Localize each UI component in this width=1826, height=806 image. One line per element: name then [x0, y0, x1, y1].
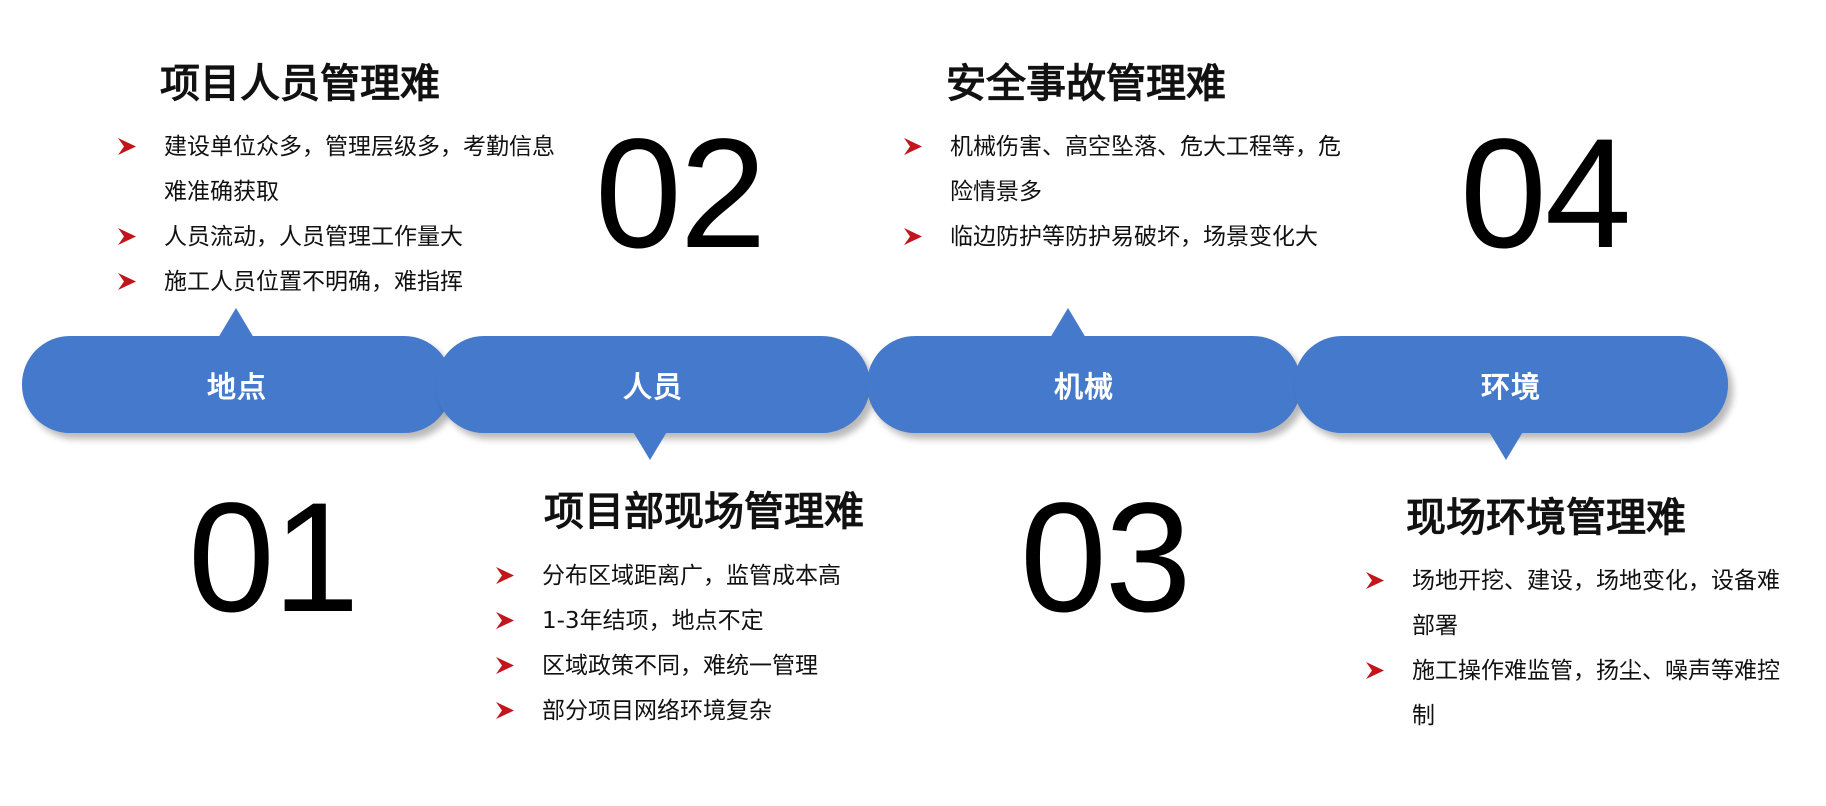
arrowhead-icon — [1366, 572, 1384, 589]
bullet-text: 部分项目网络环境复杂 — [542, 698, 772, 724]
bullet-text: 人员流动，人员管理工作量大 — [164, 224, 463, 250]
block-title: 项目部现场管理难 — [544, 489, 864, 535]
bullet-list: 分布区域距离广，监管成本高 1-3年结项，地点不定 区域政策不同，难统一管理 部… — [496, 554, 916, 734]
bullet-text: 施工操作难监管，扬尘、噪声等难控制 — [1412, 658, 1780, 729]
arrowhead-icon — [496, 702, 514, 719]
block-title: 项目人员管理难 — [160, 61, 440, 107]
step-number-02: 02 — [595, 107, 767, 281]
bullet-text: 临边防护等防护易破坏，场景变化大 — [950, 224, 1318, 250]
pointer-down-icon — [632, 430, 668, 460]
bullet-item: 机械伤害、高空坠落、危大工程等，危险情景多 — [904, 125, 1344, 215]
arrowhead-icon — [904, 138, 922, 155]
pill-environment: 环境 — [1294, 336, 1728, 433]
arrowhead-icon — [904, 228, 922, 245]
block-title: 安全事故管理难 — [946, 61, 1226, 107]
bullet-text: 机械伤害、高空坠落、危大工程等，危险情景多 — [950, 134, 1341, 205]
arrowhead-icon — [496, 567, 514, 584]
pill-label: 人员 — [622, 369, 683, 404]
pill-label: 机械 — [1053, 369, 1114, 404]
bullet-item: 建设单位众多，管理层级多，考勤信息难准确获取 — [118, 125, 558, 215]
bullet-item: 区域政策不同，难统一管理 — [496, 644, 916, 689]
block-site: 项目部现场管理难 分布区域距离广，监管成本高 1-3年结项，地点不定 区域政策不… — [496, 488, 916, 734]
bullet-text: 1-3年结项，地点不定 — [542, 608, 764, 634]
block-safety: 安全事故管理难 机械伤害、高空坠落、危大工程等，危险情景多 临边防护等防护易破坏… — [904, 60, 1344, 260]
arrowhead-icon — [496, 657, 514, 674]
arrowhead-icon — [118, 273, 136, 290]
bullet-item: 分布区域距离广，监管成本高 — [496, 554, 916, 599]
arrowhead-icon — [496, 612, 514, 629]
step-number-01: 01 — [188, 471, 360, 645]
arrowhead-icon — [118, 138, 136, 155]
pointer-up-icon — [218, 308, 254, 338]
pill-location: 地点 — [22, 336, 452, 433]
bullet-text: 建设单位众多，管理层级多，考勤信息难准确获取 — [164, 134, 555, 205]
pointer-down-icon — [1488, 430, 1524, 460]
bullet-item: 1-3年结项，地点不定 — [496, 599, 916, 644]
block-title: 现场环境管理难 — [1406, 495, 1686, 541]
pill-personnel: 人员 — [436, 336, 870, 433]
bullet-item: 部分项目网络环境复杂 — [496, 689, 916, 734]
pill-label: 地点 — [206, 369, 267, 404]
bullet-item: 场地开挖、建设，场地变化，设备难部署 — [1366, 559, 1796, 649]
step-number-03: 03 — [1020, 471, 1192, 645]
bullet-list: 机械伤害、高空坠落、危大工程等，危险情景多 临边防护等防护易破坏，场景变化大 — [904, 125, 1344, 260]
bullet-list: 场地开挖、建设，场地变化，设备难部署 施工操作难监管，扬尘、噪声等难控制 — [1366, 559, 1796, 739]
pill-machinery: 机械 — [867, 336, 1301, 433]
bullet-text: 区域政策不同，难统一管理 — [542, 653, 818, 679]
bullet-item: 人员流动，人员管理工作量大 — [118, 215, 558, 260]
bullet-text: 分布区域距离广，监管成本高 — [542, 563, 841, 589]
bullet-item: 施工人员位置不明确，难指挥 — [118, 260, 558, 305]
block-personnel: 项目人员管理难 建设单位众多，管理层级多，考勤信息难准确获取 人员流动，人员管理… — [118, 60, 558, 305]
bullet-item: 临边防护等防护易破坏，场景变化大 — [904, 215, 1344, 260]
bullet-text: 施工人员位置不明确，难指挥 — [164, 269, 463, 295]
bullet-item: 施工操作难监管，扬尘、噪声等难控制 — [1366, 649, 1796, 739]
bullet-text: 场地开挖、建设，场地变化，设备难部署 — [1412, 568, 1780, 639]
arrowhead-icon — [118, 228, 136, 245]
pill-label: 环境 — [1480, 369, 1541, 404]
arrowhead-icon — [1366, 662, 1384, 679]
step-number-04: 04 — [1460, 107, 1632, 281]
pointer-up-icon — [1050, 308, 1086, 338]
bullet-list: 建设单位众多，管理层级多，考勤信息难准确获取 人员流动，人员管理工作量大 施工人… — [118, 125, 558, 305]
block-environment: 现场环境管理难 场地开挖、建设，场地变化，设备难部署 施工操作难监管，扬尘、噪声… — [1366, 494, 1796, 739]
